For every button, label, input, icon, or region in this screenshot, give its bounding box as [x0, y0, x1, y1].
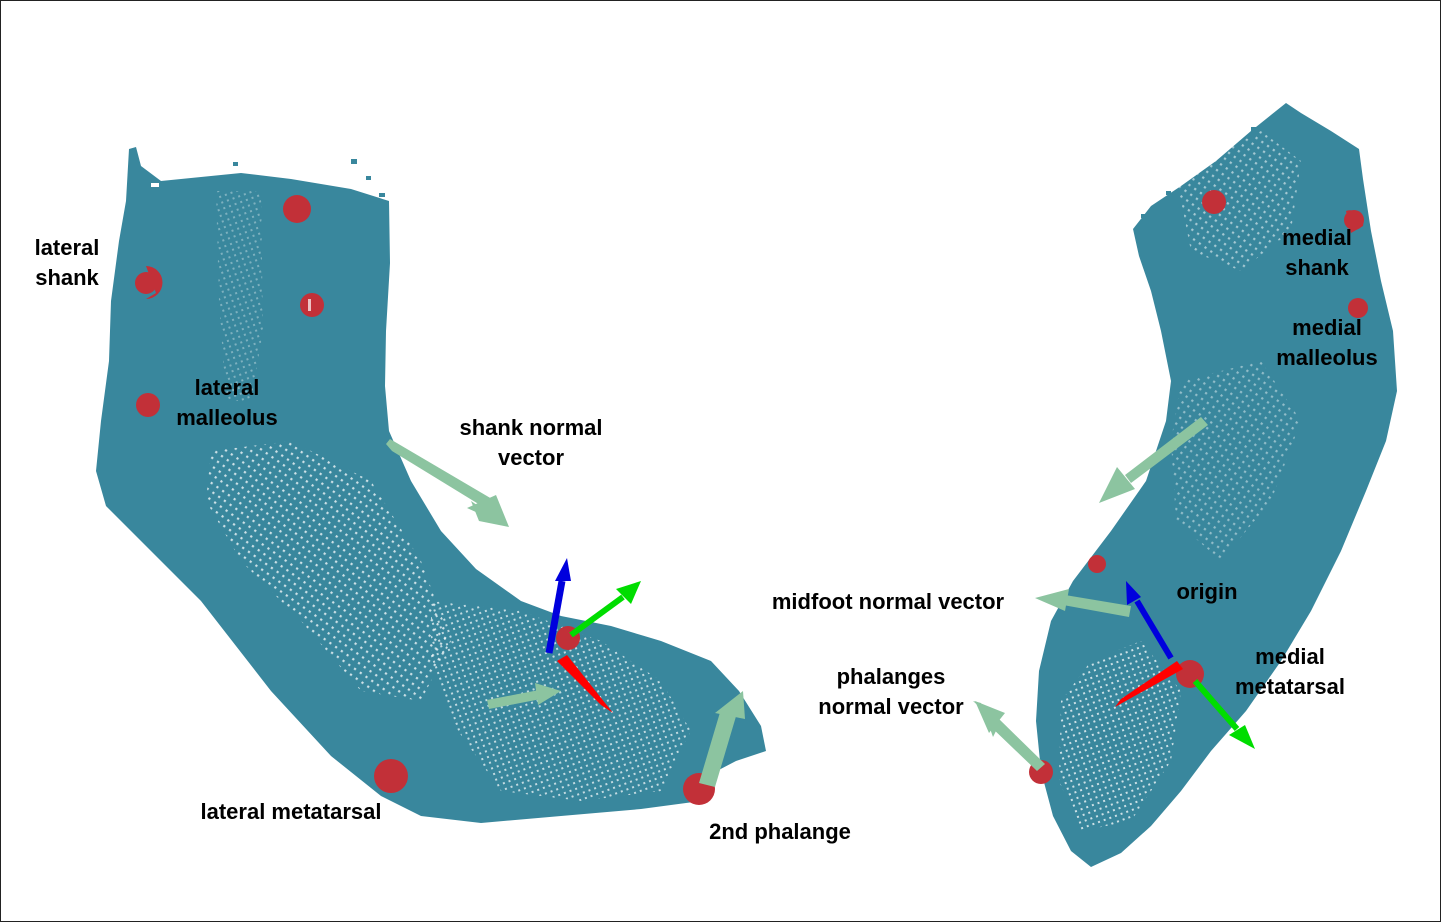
left-foot-stray-point	[366, 176, 371, 180]
left-foot-gap	[151, 183, 159, 187]
marker-medial-shank-core	[1344, 210, 1364, 230]
marker-medial-malleolus	[1348, 298, 1368, 318]
left-foot-lateral-view	[96, 147, 766, 823]
left-foot-stray-point	[351, 159, 357, 164]
right-coordinate-axes	[1115, 581, 1255, 749]
left-y-axis-head	[616, 581, 641, 604]
label-second-phalange: 2nd phalange	[709, 819, 851, 844]
right-z-axis-head	[1126, 581, 1141, 605]
marker-lateral-metatarsal	[374, 759, 408, 793]
right-foot-stray-point	[1141, 214, 1146, 218]
right-foot-speckle-mid	[1171, 361, 1301, 561]
shank-normal-vector-arrow	[386, 439, 509, 527]
marker-upper-shank	[283, 195, 311, 223]
left-z-axis	[545, 580, 566, 654]
left-phalanges-normal-vector-arrow	[699, 691, 745, 787]
left-foot-speckle-forefoot	[431, 601, 691, 801]
marker-right-upper-shank	[1202, 190, 1226, 214]
right-foot-medial-view	[973, 103, 1397, 867]
right-foot-speckle-lower	[1059, 641, 1181, 831]
midfoot-normal-vector-arrow	[1035, 589, 1131, 617]
label-midfoot-normal-vector: midfoot normal vector	[771, 589, 1005, 614]
marker-lateral-malleolus	[136, 393, 160, 417]
left-y-axis	[569, 594, 625, 638]
left-coordinate-axes	[545, 558, 641, 713]
right-foot-stray-point	[1251, 127, 1256, 131]
right-y-axis-head	[1229, 725, 1255, 749]
marker-shank-center	[300, 293, 324, 317]
right-foot-speckle-upper	[1176, 131, 1301, 271]
left-z-axis-head	[555, 558, 571, 581]
marker-shank-center-highlight	[308, 299, 311, 311]
left-foot-stray-point	[379, 193, 385, 197]
left-midfoot-normal-vector-arrow	[487, 683, 561, 709]
right-y-axis	[1192, 679, 1240, 731]
right-foot-stray-point	[1166, 191, 1171, 195]
label-origin: origin	[1176, 579, 1238, 604]
marker-lateral-shank-core	[135, 272, 157, 294]
right-x-axis	[1115, 661, 1183, 707]
right-z-axis	[1134, 599, 1174, 660]
left-foot-speckle-shank	[216, 191, 263, 401]
marker-right-midfoot	[1088, 555, 1106, 573]
left-x-axis	[557, 655, 613, 713]
right-shank-normal-vector-arrow	[1099, 417, 1208, 503]
left-foot-stray-point	[233, 162, 238, 166]
left-foot-speckle-heel	[206, 441, 451, 701]
label-lateral-metatarsal: lateral metatarsal	[200, 799, 382, 824]
phalanges-normal-vector-arrow	[973, 701, 1045, 771]
